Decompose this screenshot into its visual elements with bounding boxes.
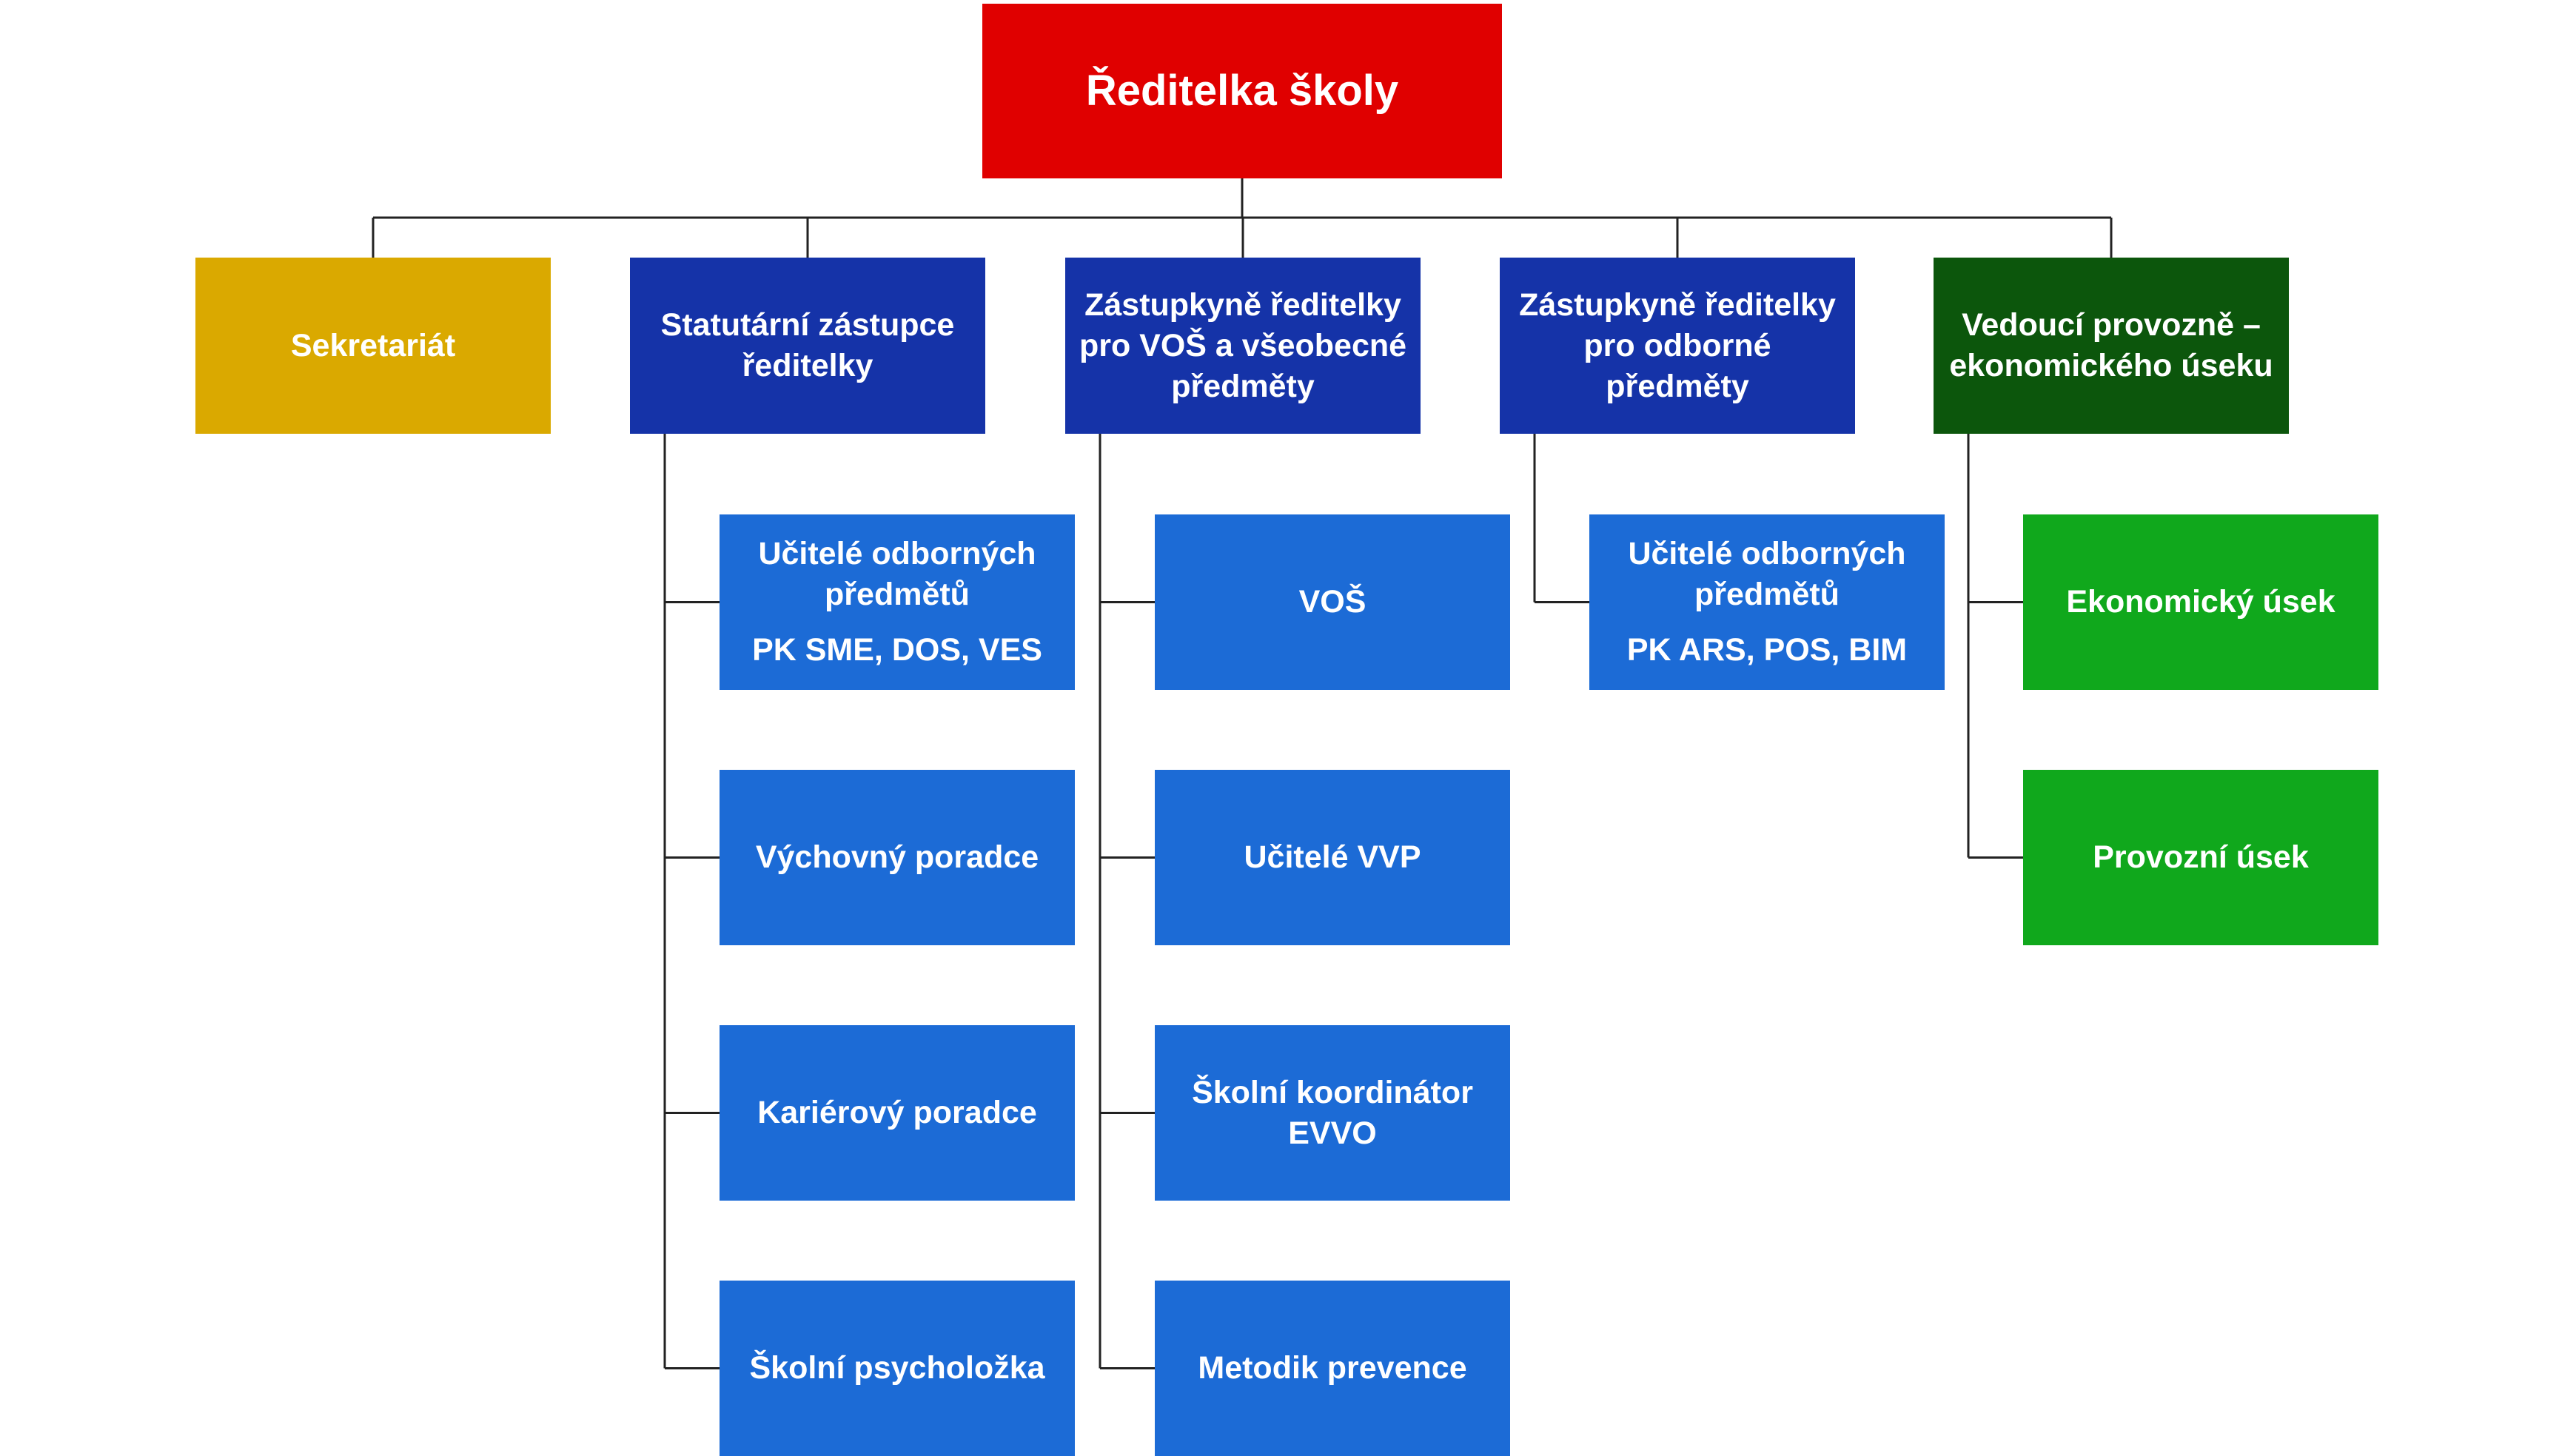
node-label-line: Metodik prevence (1198, 1350, 1467, 1386)
node-label-line: ekonomického úseku (1949, 348, 2273, 383)
node-vedouci-provozne: Vedoucí provozně – ekonomického úseku (1934, 258, 2289, 434)
node-zastupkyne-odborne: Zástupkyně ředitelky pro odborné předměty (1500, 258, 1855, 434)
node-sublabel: PK ARS, POS, BIM (1626, 632, 1908, 668)
node-statutarni: Statutární zástupce ředitelky (630, 258, 985, 434)
node-label-line: Učitelé VVP (1244, 839, 1421, 875)
node-statutarni-child-2: Kariérový poradce (720, 1025, 1075, 1201)
node-statutarni-child-0: Učitelé odborných předmětů PK SME, DOS, VE… (720, 514, 1075, 690)
node-zastupkyne-vos-child-0: VOŠ (1155, 514, 1510, 690)
node-label-line: Provozní úsek (2093, 839, 2309, 875)
node-zastupkyne-vos-child-3: Metodik prevence (1155, 1281, 1510, 1456)
node-label-line: předměty (1171, 368, 1315, 404)
node-label-line: pro VOŠ a všeobecné (1079, 327, 1407, 363)
node-zastupkyne-vos-child-1: Učitelé VVP (1155, 770, 1510, 945)
node-label-line: předmětů (1694, 577, 1840, 612)
node-label-line: Sekretariát (290, 327, 456, 363)
node-label-line: Zástupkyně ředitelky (1519, 286, 1836, 323)
node-label-line: Kariérový poradce (757, 1095, 1037, 1130)
node-label-line: Statutární zástupce (660, 307, 955, 343)
node-label-line: Ekonomický úsek (2066, 584, 2335, 620)
node-label-line: VOŠ (1298, 584, 1366, 620)
node-zastupkyne-vos: Zástupkyně ředitelky pro VOŠ a všeobecné p… (1065, 258, 1421, 434)
node-sublabel: PK SME, DOS, VES (752, 632, 1042, 668)
node-label-line: Výchovný poradce (755, 839, 1039, 875)
node-label-line: předmětů (825, 577, 970, 612)
node-label-line: Školní psycholožka (749, 1350, 1045, 1386)
node-label-line: Učitelé odborných (758, 536, 1036, 571)
node-label-line: pro odborné (1583, 327, 1771, 363)
node-label-line: Zástupkyně ředitelky (1084, 286, 1401, 323)
root-node-reditelka-skoly: Ředitelka školy (982, 4, 1502, 178)
root-label: Ředitelka školy (1085, 67, 1399, 115)
node-label-line: Vedoucí provozně – (1962, 307, 2261, 343)
node-label-line: předměty (1606, 368, 1749, 404)
node-label-line: ředitelky (742, 348, 873, 383)
node-sekretariat: Sekretariát (195, 258, 551, 434)
node-label-line: EVVO (1288, 1115, 1377, 1151)
node-zastupkyne-odborne-child-0: Učitelé odborných předmětů PK ARS, POS, BI… (1589, 514, 1945, 690)
node-label-line: Učitelé odborných (1628, 536, 1906, 571)
node-statutarni-child-1: Výchovný poradce (720, 770, 1075, 945)
node-statutarni-child-3: Školní psycholožka (720, 1281, 1075, 1456)
node-vedouci-provozne-child-0: Ekonomický úsek (2023, 514, 2378, 690)
node-vedouci-provozne-child-1: Provozní úsek (2023, 770, 2378, 945)
node-label-line: Školní koordinátor (1192, 1074, 1473, 1110)
